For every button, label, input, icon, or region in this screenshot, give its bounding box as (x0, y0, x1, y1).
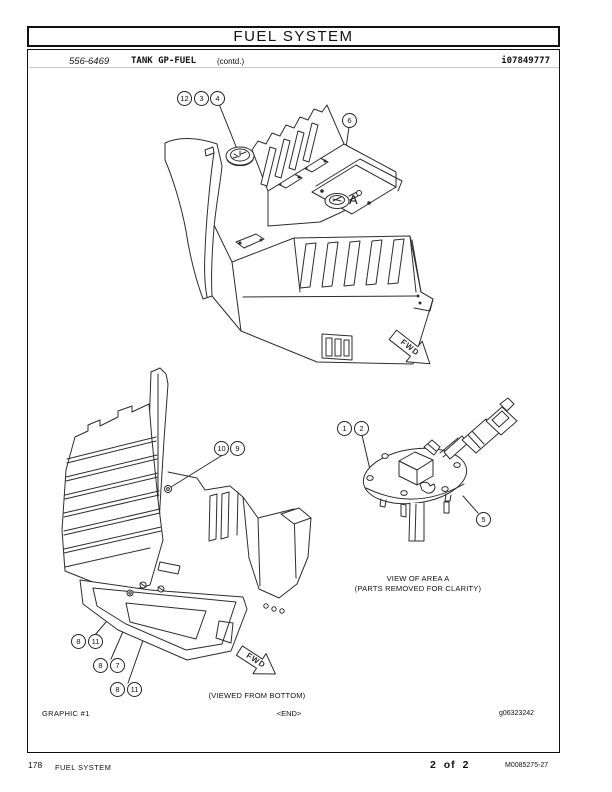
callout-balloon-9: 9 (230, 441, 245, 456)
end-marker: <END> (276, 709, 302, 718)
graphic-number-label: GRAPHIC #1 (42, 709, 90, 718)
part-number: 556-6469 (69, 56, 110, 67)
document-id: i07849777 (501, 56, 550, 66)
callout-balloon-5: 5 (476, 512, 491, 527)
callout-balloon-8b: 8 (93, 658, 108, 673)
callout-balloon-7: 7 (110, 658, 125, 673)
callout-balloon-12: 12 (177, 91, 192, 106)
callout-balloon-11b: 11 (127, 682, 142, 697)
callout-balloon-2: 2 (354, 421, 369, 436)
callout-balloon-8a: 8 (71, 634, 86, 649)
part-title-suffix: (contd.) (217, 57, 245, 66)
bottom-view-caption: (VIEWED FROM BOTTOM) (208, 691, 306, 700)
callout-balloon-10: 10 (214, 441, 229, 456)
callout-balloon-11a: 11 (88, 634, 103, 649)
footer-page-of: 2 of 2 (430, 759, 470, 771)
footer-doc-code: M0085275-27 (505, 761, 549, 769)
graphic-id: g06323242 (499, 710, 535, 717)
callout-balloon-1: 1 (337, 421, 352, 436)
page-content-border (27, 49, 560, 753)
callout-balloon-6: 6 (342, 113, 357, 128)
bottom-view-drawing (61, 367, 312, 684)
footer-page-number: 178 (28, 760, 43, 770)
part-title: TANK GP-FUEL (131, 56, 197, 66)
section-header-box: FUEL SYSTEM (27, 26, 560, 47)
callout-balloon-3: 3 (194, 91, 209, 106)
callout-balloon-8c: 8 (110, 682, 125, 697)
sender-drawing (361, 397, 518, 542)
section-title: FUEL SYSTEM (233, 28, 354, 45)
callout-balloon-4: 4 (210, 91, 225, 106)
sender-view-caption-line2: (PARTS REMOVED FOR CLARITY) (354, 584, 482, 593)
header-rule (29, 67, 559, 68)
sender-view-caption-line1: VIEW OF AREA A (386, 574, 450, 583)
footer-section-label: FUEL SYSTEM (55, 762, 112, 772)
main-tank-drawing (164, 103, 434, 365)
area-a-label: A (349, 192, 358, 207)
